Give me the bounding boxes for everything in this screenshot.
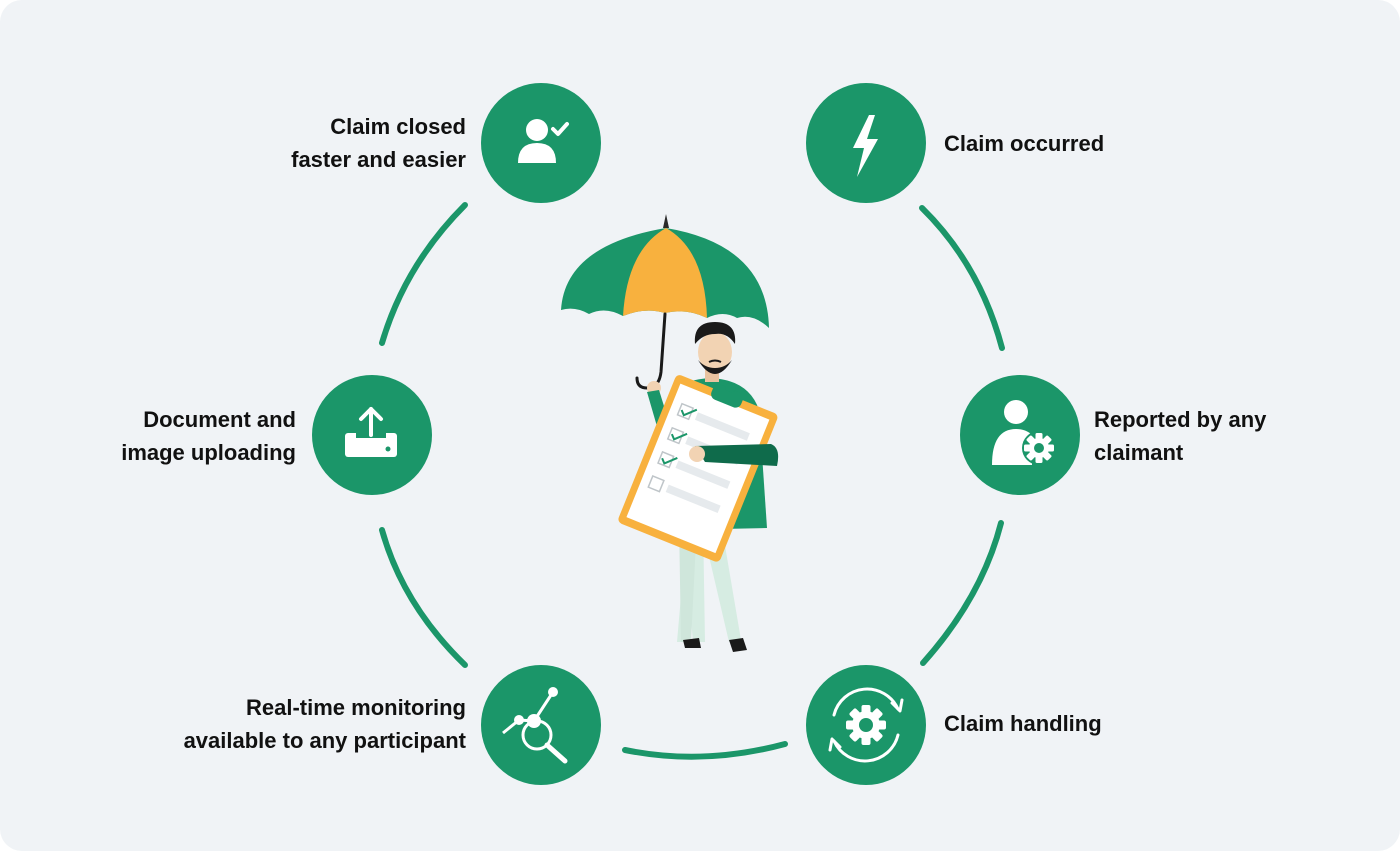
step-reported-label: Reported by any claimant <box>1094 403 1266 469</box>
label-line: Real-time monitoring <box>245 695 466 720</box>
label-line: Claim occurred <box>944 131 1105 156</box>
arc-handling-to-monitoring <box>622 741 788 760</box>
user-check-icon <box>518 119 569 163</box>
step-claim-occurred-label: Claim occurred <box>944 127 1104 160</box>
user-gear-icon <box>992 400 1056 465</box>
person-with-umbrella-illustration <box>561 214 779 652</box>
step-uploading-label: Document and image uploading <box>121 403 296 469</box>
step-claim-handling-label: Claim handling <box>944 707 1102 740</box>
label-line: Claim handling <box>944 711 1102 736</box>
label-line: claimant <box>1094 440 1184 465</box>
arc-closed-to-upload <box>379 202 468 346</box>
label-line: available to any participant <box>183 728 466 753</box>
arc-occurred-to-reported <box>919 205 1005 351</box>
step-claim-handling-circle <box>806 665 926 785</box>
step-claim-occurred-circle <box>806 83 926 203</box>
step-monitoring-label: Real-time monitoring available to any pa… <box>184 691 466 757</box>
label-line: Reported by any <box>1094 407 1267 432</box>
monitoring-chart-icon <box>502 687 568 764</box>
gear-cycle-icon <box>828 687 904 763</box>
step-claim-closed-label: Claim closed faster and easier <box>291 110 466 176</box>
label-line: faster and easier <box>291 147 466 172</box>
upload-tray-icon <box>345 407 397 457</box>
step-reported-circle <box>960 375 1080 495</box>
label-line: Document and <box>143 407 296 432</box>
step-uploading-circle <box>312 375 432 495</box>
lightning-icon <box>853 115 878 177</box>
step-claim-closed-circle <box>481 83 601 203</box>
arc-reported-to-handling <box>920 520 1004 666</box>
label-line: image uploading <box>121 440 296 465</box>
arc-monitoring-to-upload <box>379 527 468 668</box>
step-monitoring-circle <box>481 665 601 785</box>
label-line: Claim closed <box>330 114 466 139</box>
